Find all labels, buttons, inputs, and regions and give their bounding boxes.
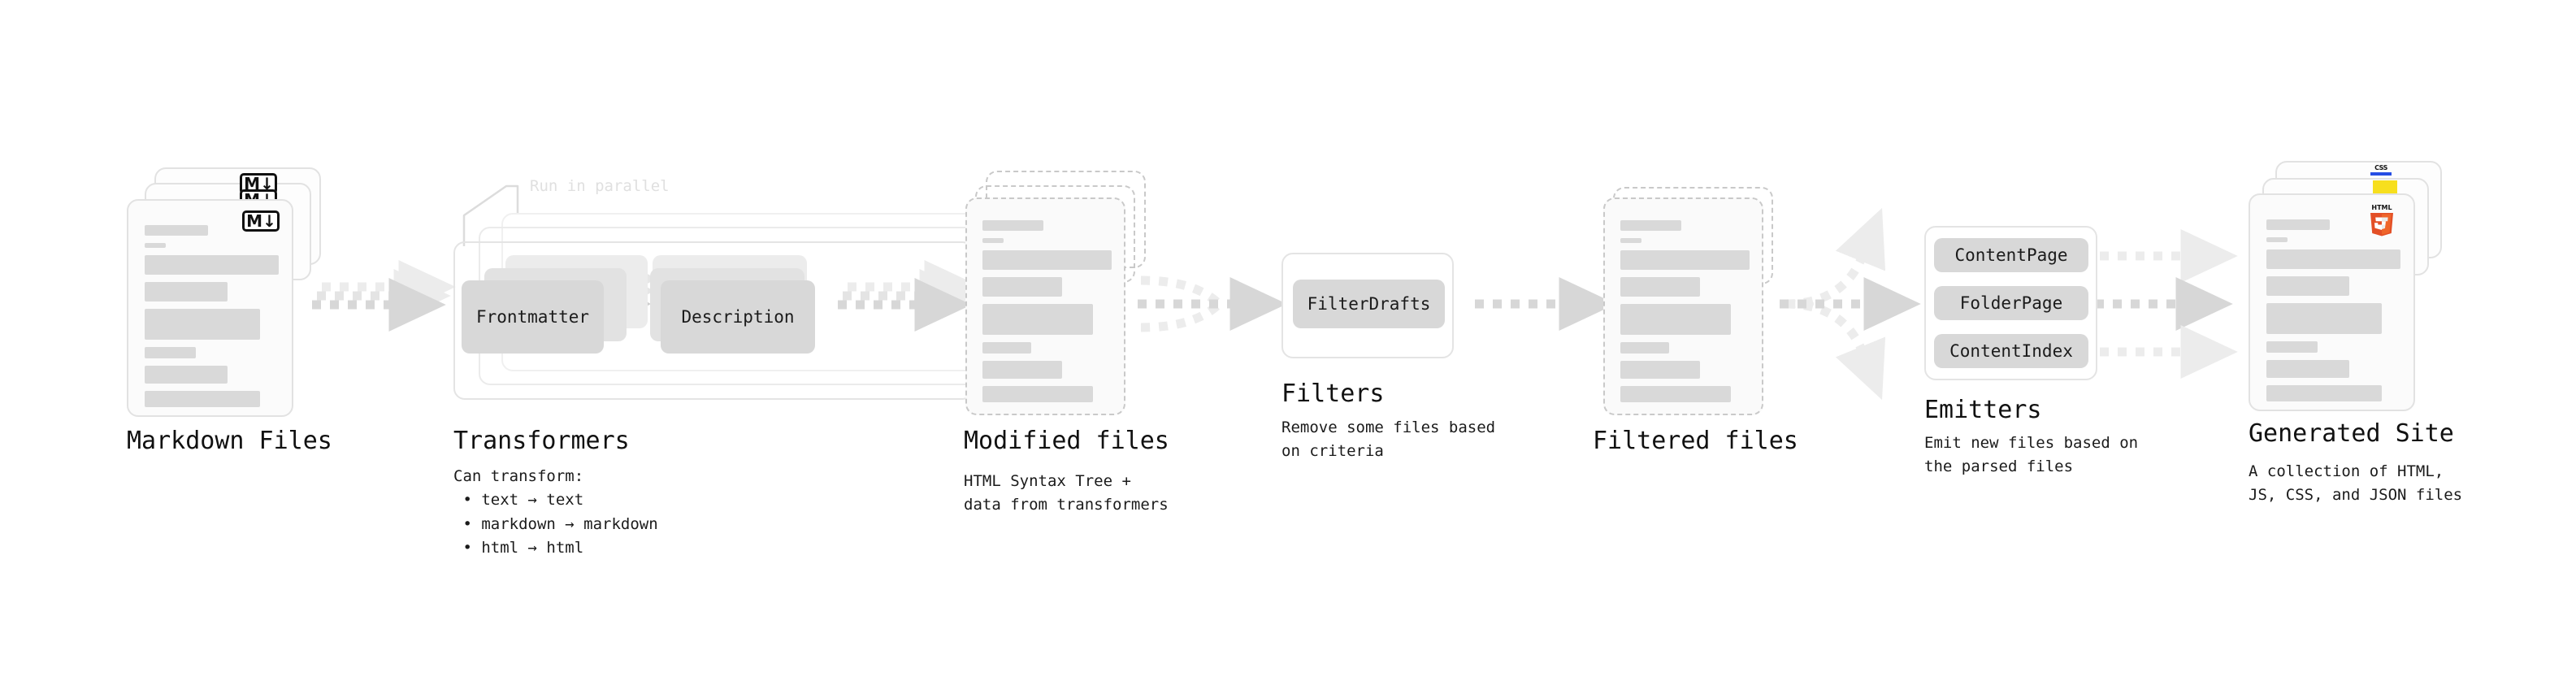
- stage-sub-modified-files: HTML Syntax Tree + data from transformer…: [964, 472, 1169, 514]
- content-bar: [982, 250, 1112, 270]
- filtered-card-bars: [1620, 220, 1750, 410]
- content-bar: [1620, 386, 1732, 402]
- stage-title-emitters: Emitters: [1924, 396, 2042, 424]
- stage-sub-transformers: Can transform: • text → text • markdown …: [453, 467, 658, 557]
- content-bar: [145, 255, 279, 275]
- content-bar: [145, 243, 167, 248]
- stage-sub-generated-site: A collection of HTML, JS, CSS, and JSON …: [2249, 462, 2463, 505]
- stage-title-filtered-files: Filtered files: [1593, 427, 1798, 455]
- site-card-front: HTML: [2249, 193, 2415, 411]
- content-bar: [982, 277, 1063, 297]
- modified-card-bars: [982, 220, 1112, 410]
- js-badge: [2373, 180, 2397, 195]
- css3-badge-label: CSS: [2374, 164, 2387, 171]
- stage-title-transformers: Transformers: [453, 427, 630, 455]
- html5-badge: HTML: [2370, 204, 2393, 236]
- content-bar: [982, 304, 1094, 335]
- content-bar: [1620, 361, 1701, 379]
- transformer-chip-description[interactable]: Description: [661, 280, 815, 354]
- content-bar: [2266, 219, 2330, 230]
- content-bar: [145, 225, 208, 236]
- filter-chip-filterdrafts[interactable]: FilterDrafts: [1293, 280, 1445, 328]
- content-bar: [1620, 304, 1732, 335]
- markdown-badge-front: M↓: [242, 210, 280, 232]
- connector-markdown-to-transformers: [312, 260, 456, 332]
- markdown-card-bars: [145, 225, 279, 414]
- run-in-parallel-note: Run in parallel: [530, 177, 670, 195]
- content-bar: [982, 238, 1004, 243]
- content-bar: [982, 386, 1094, 402]
- markdown-card-front: M↓: [127, 199, 293, 417]
- filtered-card-front: [1603, 197, 1763, 415]
- stage-title-markdown-files: Markdown Files: [127, 427, 332, 455]
- content-bar: [145, 282, 228, 301]
- emitter-chip-contentpage[interactable]: ContentPage: [1934, 238, 2088, 272]
- content-bar: [2266, 341, 2318, 353]
- transformer-chip-frontmatter[interactable]: Frontmatter: [462, 280, 604, 354]
- content-bar: [145, 347, 196, 358]
- content-bar: [982, 220, 1043, 231]
- content-bar: [1620, 250, 1750, 270]
- content-bar: [982, 342, 1032, 354]
- content-bar: [145, 309, 260, 340]
- content-bar: [1620, 342, 1670, 354]
- content-bar: [1620, 220, 1681, 231]
- stage-title-filters: Filters: [1281, 380, 1385, 408]
- emitter-chip-folderpage[interactable]: FolderPage: [1934, 286, 2088, 320]
- stage-title-generated-site: Generated Site: [2249, 419, 2454, 448]
- content-bar: [145, 391, 260, 407]
- stage-sub-filters: Remove some files based on criteria: [1281, 419, 1496, 461]
- stage-sub-emitters: Emit new files based on the parsed files: [1924, 434, 2139, 476]
- content-bar: [2266, 237, 2288, 242]
- connector-filtered-to-emitters: [1780, 207, 1921, 401]
- svg-text:HTML: HTML: [2371, 204, 2392, 211]
- emitter-chip-contentindex[interactable]: ContentIndex: [1934, 334, 2088, 368]
- stage-title-modified-files: Modified files: [964, 427, 1169, 455]
- modified-card-front: [965, 197, 1125, 415]
- content-bar: [2266, 303, 2382, 334]
- site-card-bars: [2266, 219, 2400, 409]
- content-bar: [2266, 276, 2350, 296]
- content-bar: [1620, 277, 1701, 297]
- content-bar: [2266, 385, 2382, 401]
- connector-emitters-to-site: [2095, 229, 2238, 379]
- css3-badge-bar: [2370, 172, 2392, 176]
- css3-badge: CSS: [2370, 165, 2392, 176]
- content-bar: [145, 366, 228, 384]
- connector-modified-to-filters: [1138, 275, 1287, 332]
- content-bar: [2266, 360, 2350, 378]
- content-bar: [1620, 238, 1641, 243]
- content-bar: [982, 361, 1063, 379]
- content-bar: [2266, 249, 2400, 269]
